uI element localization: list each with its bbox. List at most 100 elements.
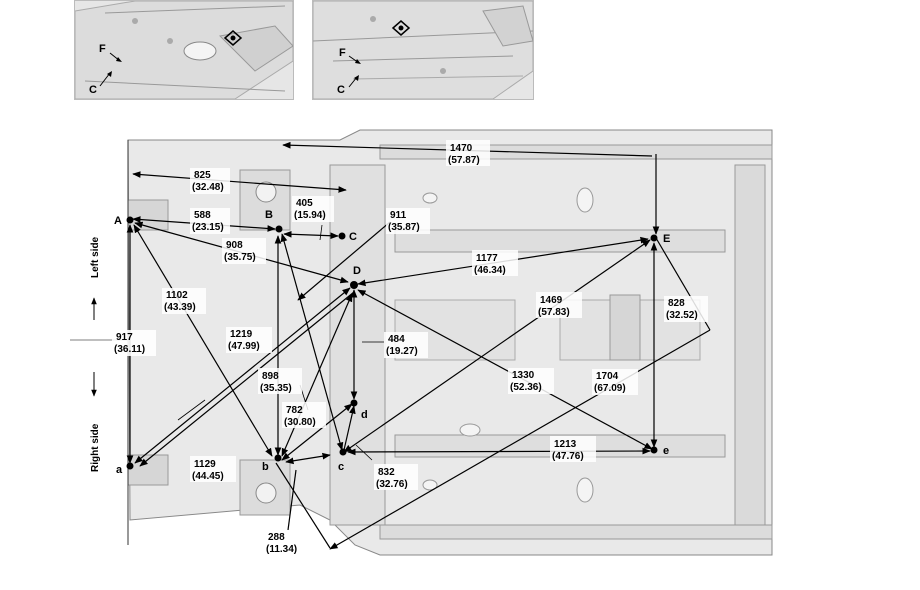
point-label-D: D — [353, 265, 361, 277]
dim-1102-in: (43.39) — [164, 302, 196, 313]
inset-left-label-c: C — [89, 84, 97, 96]
point-label-A: A — [114, 215, 122, 227]
inset-right-label-c: C — [337, 84, 345, 96]
dim-label-1469: 1469(57.83) — [536, 292, 582, 318]
inset-detail-left: F C — [74, 0, 294, 100]
dim-1177-mm: 1177 — [476, 253, 498, 264]
inset-right-drawing — [313, 1, 533, 99]
dim-label-1213: 1213(47.76) — [550, 436, 596, 462]
point-C-marker — [338, 232, 346, 240]
dim-828-in: (32.52) — [666, 310, 698, 321]
dim-288-in: (11.34) — [266, 544, 297, 555]
point-c-marker — [339, 448, 347, 456]
dim-1330-in: (52.36) — [510, 382, 542, 393]
point-label-a: a — [116, 464, 123, 476]
point-e-marker — [650, 446, 658, 454]
dim-898-in: (35.35) — [260, 383, 292, 394]
dim-label-908: 908(35.75) — [222, 238, 266, 264]
line-832 — [281, 403, 353, 461]
dim-782-mm: 782 — [286, 405, 303, 416]
point-d-marker — [350, 399, 358, 407]
dim-label-825: 825(32.48) — [190, 168, 230, 194]
dim-828-mm: 828 — [668, 298, 685, 309]
dim-1129-in: (44.45) — [192, 471, 224, 482]
dim-405-in: (15.94) — [294, 210, 326, 221]
dim-label-405: 405(15.94) — [292, 196, 334, 222]
line-288-leader — [287, 469, 297, 531]
point-D-marker — [350, 281, 358, 289]
reference-points — [126, 216, 658, 470]
dim-1219-mm: 1219 — [230, 329, 253, 340]
dim-917-in: (36.11) — [114, 344, 145, 355]
dim-1469-in: (57.83) — [538, 307, 570, 318]
dim-label-1704: 1704(67.09) — [592, 369, 638, 395]
reference-mark-icon — [391, 20, 411, 36]
point-label-e: e — [663, 445, 669, 457]
dim-label-1102: 1102(43.39) — [162, 288, 206, 314]
dim-label-1177: 1177(46.34) — [472, 250, 518, 276]
dim-911-in: (35.87) — [388, 222, 420, 233]
dim-label-588: 588(23.15) — [190, 208, 230, 234]
dim-405-mm: 405 — [296, 198, 313, 209]
dim-908-in: (35.75) — [224, 252, 256, 263]
line-825 — [132, 171, 347, 193]
dim-label-832: 832(32.76) — [374, 464, 418, 490]
dim-782-in: (30.80) — [284, 417, 316, 428]
point-label-d: d — [361, 409, 368, 421]
dim-1469-mm: 1469 — [540, 295, 563, 306]
dim-1213-in: (47.76) — [552, 451, 584, 462]
line-1330 — [357, 289, 653, 450]
line-c-d — [343, 405, 356, 451]
dim-825-in: (32.48) — [192, 182, 224, 193]
dim-898-mm: 898 — [262, 371, 279, 382]
reference-mark-icon — [223, 30, 243, 46]
line-1213 — [347, 447, 651, 456]
point-A-marker — [126, 216, 134, 224]
point-label-c: c — [338, 461, 344, 473]
dim-1704-in: (67.09) — [594, 383, 626, 394]
dim-label-828: 828(32.52) — [664, 296, 708, 322]
dim-1330-mm: 1330 — [512, 370, 535, 381]
line-288 — [285, 452, 331, 465]
point-label-E: E — [663, 233, 670, 245]
dim-588-mm: 588 — [194, 210, 211, 221]
dim-1704-mm: 1704 — [596, 371, 619, 382]
line-ab-leader — [275, 462, 331, 549]
line-1704 — [329, 329, 711, 550]
dim-908-mm: 908 — [226, 240, 243, 251]
dim-484-mm: 484 — [388, 334, 405, 345]
point-B-marker — [275, 225, 283, 233]
point-a-marker — [126, 462, 134, 470]
dim-label-1470: 1470(57.87) — [446, 140, 490, 166]
dim-1102-mm: 1102 — [166, 290, 188, 301]
inset-left-label-f: F — [99, 43, 106, 55]
dim-1129-mm: 1129 — [194, 459, 216, 470]
dim-1470-in: (57.87) — [448, 155, 480, 166]
point-label-b: b — [262, 461, 269, 473]
dim-label-898: 898(35.35) — [258, 368, 302, 394]
dim-484-in: (19.27) — [386, 346, 418, 357]
dim-label-1129: 1129(44.45) — [190, 456, 236, 482]
point-label-C: C — [349, 231, 357, 243]
dim-832-mm: 832 — [378, 467, 395, 478]
dim-1213-mm: 1213 — [554, 439, 577, 450]
point-b-marker — [274, 454, 282, 462]
dim-832-in: (32.76) — [376, 479, 408, 490]
right-side-label: Right side — [90, 423, 101, 472]
dim-825-mm: 825 — [194, 170, 211, 181]
dim-label-288: 288(11.34) — [264, 530, 308, 556]
dim-288-mm: 288 — [268, 532, 285, 543]
inset-right-label-f: F — [339, 47, 346, 59]
dim-label-1330: 1330(52.36) — [508, 368, 554, 394]
point-label-B: B — [265, 209, 273, 221]
dim-911-mm: 911 — [390, 210, 407, 221]
dim-1219-in: (47.99) — [228, 341, 260, 352]
dim-label-782: 782(30.80) — [282, 402, 326, 428]
dim-588-in: (23.15) — [192, 222, 224, 233]
dim-1470-mm: 1470 — [450, 143, 473, 154]
dim-label-911: 911(35.87) — [386, 208, 430, 234]
dim-917-mm: 917 — [116, 332, 133, 343]
inset-detail-right: F C — [312, 0, 534, 100]
dim-label-1219: 1219(47.99) — [226, 327, 272, 353]
